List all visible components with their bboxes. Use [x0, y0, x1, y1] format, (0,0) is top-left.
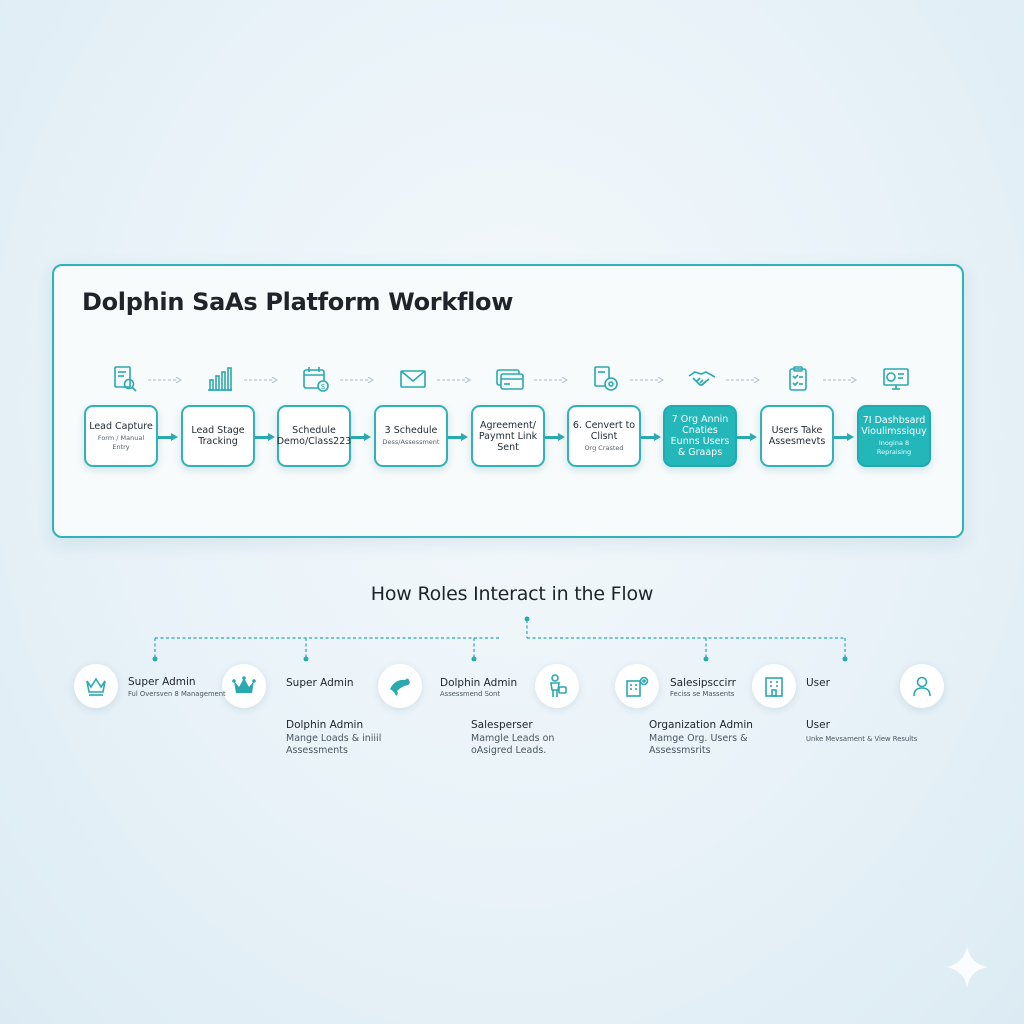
- step-dashboard-visualization[interactable]: 7I Dashbsard Vioulimssiquy Inogina 8 Rep…: [857, 405, 931, 467]
- role-super-admin[interactable]: [74, 664, 118, 708]
- role-user[interactable]: [900, 664, 944, 708]
- role-detail-desc: Assessments: [286, 745, 348, 756]
- role-name: User: [806, 677, 830, 689]
- tree-node-dot: [842, 656, 848, 662]
- user-icon: [913, 676, 931, 697]
- step-sublabel: Org Crasted: [584, 443, 624, 452]
- icon-connector-arrow: [148, 377, 183, 383]
- role-name: Salesipsccirr: [670, 677, 736, 689]
- step-connector-arrow: [834, 433, 854, 441]
- crown-icon: [232, 676, 256, 693]
- document-search-icon: [110, 364, 140, 394]
- role-description: Ful Oversven 8 Management: [128, 690, 226, 698]
- step-sublabel: Inogina 8 Repraising: [876, 439, 912, 456]
- step-sublabel: Form / Manual Entry: [97, 433, 145, 451]
- clipboard-check-icon: [784, 364, 814, 394]
- role-detail-name: Organization Admin: [649, 719, 753, 731]
- step-lead-capture[interactable]: Lead Capture Form / Manual Entry: [84, 405, 158, 467]
- svg-text:$: $: [321, 384, 325, 391]
- icon-connector-arrow: [823, 377, 858, 383]
- step-agreement-payment[interactable]: Agreement/ Paymnt Link Sent: [471, 405, 545, 467]
- role-name: Dolphin Admin: [440, 677, 518, 689]
- role-description: Feciss se Massents: [670, 690, 735, 698]
- step-connector-arrow: [545, 433, 565, 441]
- tree-node-dot: [524, 616, 530, 622]
- step-label: Lead Capture: [89, 420, 153, 432]
- icon-connector-arrow: [630, 377, 665, 383]
- role-detail-desc: Unke Mevsament & View Results: [806, 735, 918, 743]
- role-description: Assessmend Sont: [440, 690, 501, 698]
- envelope-icon: [398, 364, 428, 394]
- tree-node-dot: [471, 656, 477, 662]
- icon-connector-arrow: [340, 377, 375, 383]
- building-gear-icon: [626, 676, 649, 697]
- role-dolphin-admin[interactable]: [378, 664, 422, 708]
- step-label: 7 Org Annin Cnaties Eunns Users & Graaps: [670, 414, 730, 458]
- role-detail-desc: Assessmsrits: [649, 745, 711, 756]
- step-label: Users Take Assesmevts: [768, 425, 826, 447]
- step-sublabel: Dess/Assessment: [382, 438, 440, 446]
- step-schedule-assessment[interactable]: 3 Schedule Dess/Assessment: [374, 405, 448, 467]
- icon-connector-arrow: [726, 377, 761, 383]
- role-name: Super Admin: [286, 677, 354, 689]
- tree-node-dot: [152, 656, 158, 662]
- role-detail-name: Salesperser: [471, 719, 533, 731]
- dolphin-icon: [390, 678, 410, 696]
- step-connector-arrow: [351, 433, 371, 441]
- step-convert-to-client[interactable]: 6. Cenvert to Clisnt Org Crasted: [567, 405, 641, 467]
- credit-card-icon: [495, 364, 525, 394]
- roles-section-title: How Roles Interact in the Flow: [370, 583, 654, 605]
- step-label: 7I Dashbsard Vioulimssiquy: [861, 415, 927, 437]
- tree-node-dot: [703, 656, 709, 662]
- role-name: Super Admin: [128, 676, 196, 688]
- step-connector-arrow: [255, 433, 275, 441]
- handshake-icon: [687, 364, 717, 394]
- person-badge-icon: [550, 674, 567, 697]
- role-detail-name: Dolphin Admin: [286, 719, 364, 731]
- step-users-take-assessments[interactable]: Users Take Assesmevts: [760, 405, 834, 467]
- role-organization-admin[interactable]: [615, 664, 659, 708]
- icon-connector-arrow: [534, 377, 569, 383]
- workflow-title: Dolphin SaAs Platform Workflow: [82, 288, 514, 316]
- role-detail-desc: oAsigred Leads.: [471, 745, 547, 756]
- step-label: 3 Schedule: [384, 425, 438, 436]
- step-label: Schedule Demo/Class223: [276, 425, 352, 447]
- step-connector-arrow: [158, 433, 178, 441]
- step-label: 6. Cenvert to Clisnt: [572, 419, 636, 442]
- step-label: Lead Stage Tracking: [191, 425, 245, 447]
- step-connector-arrow: [448, 433, 468, 441]
- role-tree-connectors: [154, 620, 846, 658]
- role-salesperson[interactable]: [535, 664, 579, 708]
- step-connector-arrow: [737, 433, 757, 441]
- step-lead-stage-tracking[interactable]: Lead Stage Tracking: [181, 405, 255, 467]
- icon-connector-arrow: [244, 377, 279, 383]
- building-icon: [765, 677, 783, 697]
- step-schedule-demo[interactable]: Schedule Demo/Class223: [277, 405, 351, 467]
- workflow-card: Dolphin SaAs Platform Workflow $ Lead Ca…: [52, 264, 964, 538]
- role-detail-desc: Mamgle Leads on: [471, 733, 555, 744]
- bar-chart-icon: [205, 364, 235, 394]
- calendar-dollar-icon: $: [301, 364, 331, 394]
- monitor-chart-icon: [881, 364, 911, 394]
- step-connector-arrow: [641, 433, 661, 441]
- role-super-admin-2[interactable]: [222, 664, 266, 708]
- document-gear-icon: [591, 364, 621, 394]
- step-org-admin-creates[interactable]: 7 Org Annin Cnaties Eunns Users & Graaps: [663, 405, 737, 467]
- sparkle-icon: [946, 946, 988, 988]
- tree-node-dot: [303, 656, 309, 662]
- role-detail-desc: Mange Loads & iniiil: [286, 733, 382, 744]
- step-label: Agreement/ Paymnt Link Sent: [478, 419, 538, 453]
- role-detail-desc: Mamge Org. Users &: [649, 733, 748, 744]
- crown-outline-icon: [86, 677, 106, 696]
- role-user-building[interactable]: [752, 664, 796, 708]
- icon-connector-arrow: [437, 377, 472, 383]
- role-detail-name: User: [806, 719, 830, 731]
